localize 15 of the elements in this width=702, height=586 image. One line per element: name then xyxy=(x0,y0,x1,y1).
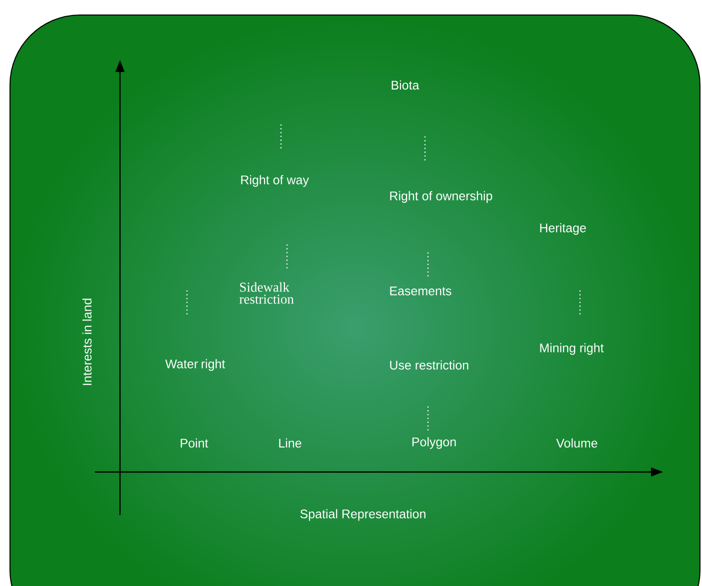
label-text: Heritage xyxy=(540,223,586,235)
axis-title: Interests in land xyxy=(82,298,92,385)
label-text: Line xyxy=(279,438,302,448)
label-text: Right of ownership xyxy=(390,191,492,203)
label-text: Mining right xyxy=(540,343,604,355)
label-text: Point xyxy=(180,438,208,448)
label-text: Water right xyxy=(165,359,226,371)
label-text: Sidewalk restriction xyxy=(239,282,294,304)
label-text: Easements xyxy=(390,286,452,296)
label-text: Volume xyxy=(556,438,598,448)
label-text: Right of way xyxy=(241,175,309,187)
label-text: Biota xyxy=(392,80,420,90)
label-text: Use restriction xyxy=(390,360,468,370)
axis-title: Spatial Representation xyxy=(300,509,426,521)
label-text: Polygon xyxy=(412,437,456,449)
